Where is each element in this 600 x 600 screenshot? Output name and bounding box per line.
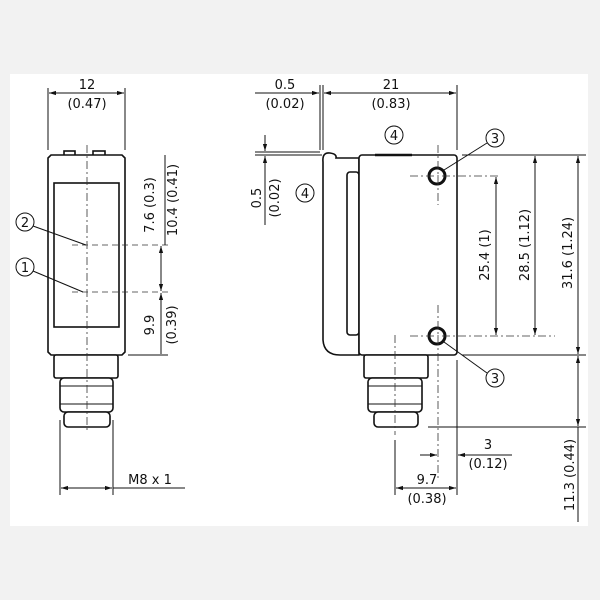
connector-nut	[59, 377, 114, 413]
connector-length: 11.3 (0.44)	[563, 439, 578, 511]
marker-2	[15, 212, 35, 232]
svg-text:4: 4	[301, 187, 309, 202]
offset-mm: 0.5	[275, 78, 296, 93]
offset-in: (0.02)	[265, 97, 304, 112]
marker-4-top	[384, 125, 404, 145]
bracket-slot	[346, 171, 360, 336]
svg-text:1: 1	[21, 261, 29, 276]
hole-offset-in: (0.12)	[468, 457, 507, 472]
marker-3-top	[485, 128, 505, 148]
side-view: 0.5 (0.02) 21 (0.83) 0.5 (0.02) 4 4 3 3 …	[250, 78, 586, 522]
dim-9-9-in: (0.39)	[165, 305, 180, 344]
connector-offset-mm: 9.7	[417, 473, 438, 488]
dim-7-6: 7.6 (0.3)	[143, 177, 158, 233]
sensor-housing-side	[358, 154, 458, 356]
marker-4-side	[295, 183, 315, 203]
hole-spacing: 25.4 (1)	[478, 229, 493, 281]
svg-text:4: 4	[390, 129, 398, 144]
connector-neck-side	[363, 354, 429, 379]
marker-3-bottom	[485, 368, 505, 388]
dim-10-4: 10.4 (0.41)	[166, 164, 181, 236]
connector-tip-side	[373, 411, 419, 428]
connector-neck	[53, 354, 119, 379]
lip-in: (0.02)	[268, 178, 283, 217]
thread-size: M8 x 1	[128, 473, 172, 488]
depth-in: (0.83)	[371, 97, 410, 112]
width-mm: 12	[79, 78, 96, 93]
svg-text:3: 3	[491, 132, 499, 147]
front-view: 12 (0.47) 7.6 (0.3) 10.4 (0.41) 9.9 (0.3…	[15, 78, 185, 495]
dim-9-9: 9.9	[143, 315, 158, 336]
width-in: (0.47)	[67, 97, 106, 112]
hole-span: 28.5 (1.12)	[518, 209, 533, 281]
marker-1	[15, 257, 35, 277]
svg-text:3: 3	[491, 372, 499, 387]
optics-window	[53, 182, 120, 328]
lip-mm: 0.5	[250, 188, 265, 209]
depth-mm: 21	[383, 78, 400, 93]
housing-height: 31.6 (1.24)	[561, 217, 576, 289]
connector-offset-in: (0.38)	[407, 492, 446, 507]
svg-text:2: 2	[21, 216, 29, 231]
hole-offset-mm: 3	[484, 438, 492, 453]
